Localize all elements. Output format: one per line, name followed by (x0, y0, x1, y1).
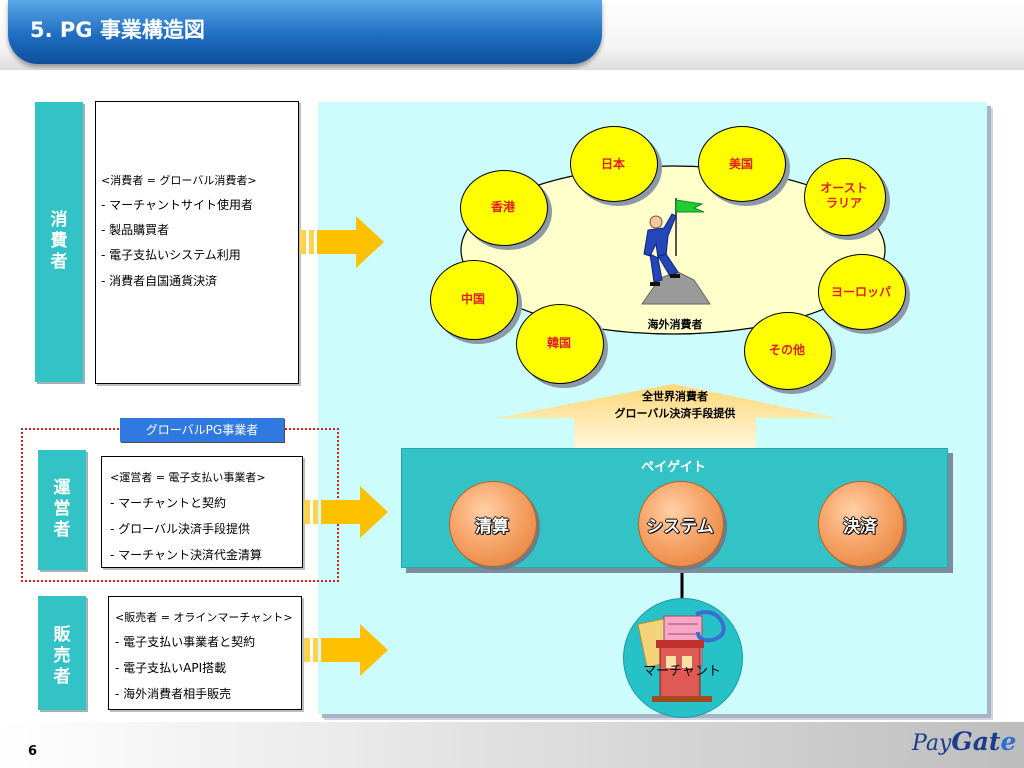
logo-pay: Pay (912, 731, 952, 756)
paygate-label: ペイゲイト (641, 460, 706, 475)
global-pg-operator-tag: グローバルPG事業者 (120, 418, 284, 442)
logo-e: e (1000, 727, 1017, 756)
upward-arrow-line2: グローバル決済手段提供 (614, 407, 736, 420)
operator-info-line: - グローバル決済手段提供 (110, 522, 251, 536)
climber-figure-icon (641, 198, 711, 305)
country-usa-circle (698, 126, 786, 202)
page-number: 6 (28, 744, 38, 759)
consumer-info-line: - マーチャントサイト使用者 (101, 198, 254, 212)
overseas-consumer-label: 海外消費者 (647, 318, 703, 331)
country-europe-circle (818, 254, 906, 330)
overseas-consumer-ellipse (460, 165, 886, 335)
consumer-right-arrow (300, 216, 384, 268)
consumer-info-line: - 消費者自国通貨決済 (101, 274, 218, 288)
upward-arrow-text: 全世界消費者 グローバル決済手段提供 (570, 388, 780, 422)
seller-info-line: - 電子支払い事業者と契約 (115, 635, 256, 649)
country-korea-circle (516, 304, 604, 384)
country-china-circle (430, 260, 518, 340)
clearing-node (449, 481, 537, 567)
system-node (638, 481, 724, 567)
country-other-label: その他 (768, 343, 805, 357)
consumer-info-title: <消費者 = グローバル消費者> (101, 174, 257, 187)
settlement-label: 決済 (843, 517, 877, 537)
seller-info-title: <販売者 = オラインマーチャント> (115, 611, 293, 624)
operator-info-box (101, 456, 303, 568)
paygate-logo: PayGate (912, 727, 1016, 756)
country-hongkong-label: 香港 (490, 200, 515, 214)
settlement-node (818, 481, 904, 567)
country-australia-label: オースト ラリア (820, 181, 868, 210)
clearing-label: 清算 (475, 517, 509, 537)
seller-right-arrow (304, 624, 388, 676)
operator-info-title: <運営者 = 電子支払い事業者> (110, 471, 266, 484)
merchant-shop-icon (637, 610, 726, 702)
seller-role-bar (38, 596, 86, 710)
operator-right-arrow (304, 486, 388, 538)
country-usa-label: 美国 (728, 157, 753, 171)
consumer-info-box (95, 101, 299, 384)
consumer-info-line: - 製品購買者 (101, 223, 170, 237)
upward-arrow-line1: 全世界消費者 (642, 390, 708, 403)
operator-role-label: 運 営 者 (53, 478, 71, 540)
footer-band (0, 722, 1024, 768)
consumer-role-label: 消 費 者 (50, 210, 68, 272)
country-other-circle (744, 312, 832, 390)
country-australia-circle (804, 158, 886, 236)
seller-info-line: - 海外消費者相手販売 (115, 687, 232, 701)
country-europe-label: ヨーロッパ (830, 285, 891, 299)
operator-info-line: - マーチャント決済代金清算 (110, 548, 263, 562)
upward-arrow (496, 384, 838, 448)
logo-gat: Gat (951, 727, 1001, 756)
merchant-label: マーチャント (643, 664, 721, 679)
country-china-label: 中国 (460, 292, 485, 306)
seller-info-box (108, 596, 302, 710)
page-title: 5. PG 事業構造図 (30, 18, 205, 42)
seller-info-line: - 電子支払いAPI搭載 (115, 661, 227, 675)
consumer-info-line: - 電子支払いシステム利用 (101, 248, 241, 262)
country-japan-label: 日本 (600, 157, 625, 171)
country-japan-circle (570, 126, 658, 202)
country-hongkong-circle (460, 170, 548, 246)
country-korea-label: 韓国 (546, 336, 571, 350)
operator-info-line: - マーチャントと契約 (110, 496, 227, 510)
consumer-role-bar (35, 102, 83, 382)
operator-role-bar (38, 450, 86, 570)
system-label: システム (646, 517, 714, 537)
seller-role-label: 販 売 者 (53, 625, 71, 687)
title-tab (8, 0, 602, 64)
